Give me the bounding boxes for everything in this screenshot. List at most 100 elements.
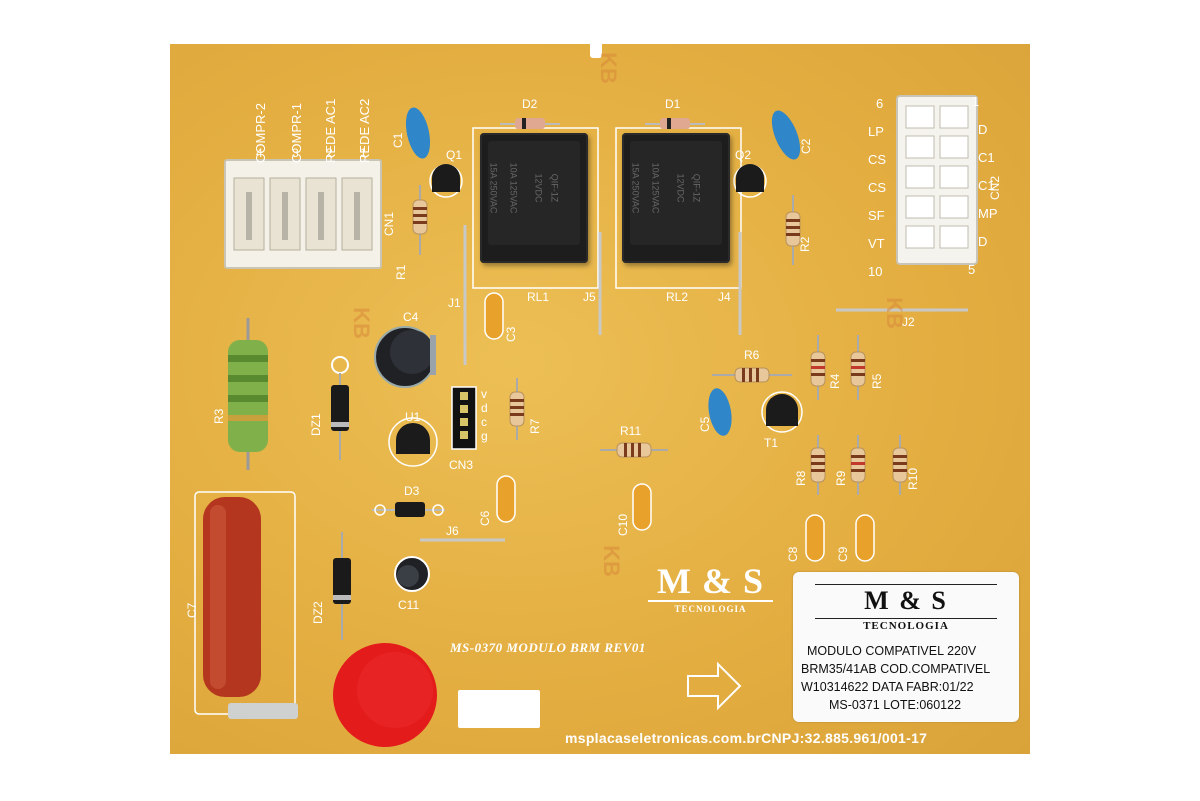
board-footer: msplacaseletronicas.com.brCNPJ:32.885.96… [565, 730, 928, 746]
capacitor-c9 [855, 514, 875, 562]
cn1-pin-number: 1 [360, 146, 367, 160]
label-line: MODULO COMPATIVEL 220V [807, 644, 977, 658]
cn2-left-label: SF [868, 208, 885, 223]
blank-tag [458, 690, 540, 728]
cn2-right-label: 5 [968, 262, 976, 277]
ref-c3: C3 [504, 326, 518, 342]
diode-d3 [395, 502, 425, 517]
ref-rl2: RL2 [666, 290, 689, 304]
ref-c8: C8 [786, 546, 800, 562]
regulator-u1 [396, 423, 430, 454]
ref-j4: J4 [718, 290, 731, 304]
ref-j2: J2 [902, 315, 915, 329]
ref-c6: C6 [478, 510, 492, 526]
ref-rl1: RL1 [527, 290, 550, 304]
zener-dz1 [331, 385, 349, 431]
ref-r7: R7 [528, 418, 542, 434]
cn2-left-label: 10 [868, 264, 883, 279]
cn2-right-label: 1 [972, 94, 980, 109]
ref-r4: R4 [828, 373, 842, 389]
connector-cn1 [224, 159, 382, 269]
ref-r3: R3 [212, 408, 226, 424]
ref-d1: D1 [665, 97, 681, 111]
ref-t1: T1 [764, 436, 779, 450]
ref-r1: R1 [394, 264, 408, 280]
cn1-ref: CN1 [382, 211, 396, 236]
diode-d1 [660, 118, 690, 129]
ref-u1: U1 [405, 410, 421, 424]
cn2-right-label: D [978, 122, 988, 137]
board-notch [590, 44, 602, 58]
model-line: MS-0370 MODULO BRM REV01 [450, 640, 646, 655]
capacitor-c1 [405, 107, 431, 159]
cn1-pin-number: 3 [292, 146, 299, 160]
cn3-pin-label: v [481, 387, 487, 401]
connector-cn2 [896, 95, 978, 265]
cn2-right-label: MP [978, 206, 998, 221]
ref-r9: R9 [834, 470, 848, 486]
cn2-left-label: LP [868, 124, 884, 139]
cn2-right-label: D [978, 234, 988, 249]
cn3-pin-label: g [481, 429, 488, 443]
cn3-ref: CN3 [449, 458, 474, 472]
arrow-icon [687, 661, 742, 711]
cn2-left-label: CS [868, 152, 887, 167]
transistor-q2 [736, 164, 764, 192]
ref-c10: C10 [616, 513, 630, 536]
relay-rl1: QIF-1Z 12VDC 10A 125VAC 15A 250VAC [480, 133, 588, 263]
ref-c7: C7 [185, 602, 199, 618]
transistor-q1 [432, 164, 460, 192]
cn1-pin-number: 2 [326, 146, 333, 160]
ref-j6: J6 [446, 524, 459, 538]
cn2-ref: CN2 [988, 175, 1002, 200]
ref-c9: C9 [836, 546, 850, 562]
diode-d2 [515, 118, 545, 129]
capacitor-c5 [708, 388, 732, 436]
ref-r10: R10 [906, 467, 920, 490]
cn2-left-label: 6 [876, 96, 884, 111]
ref-dz1: DZ1 [309, 413, 323, 436]
ref-r5: R5 [870, 373, 884, 389]
transistor-t1 [766, 394, 798, 426]
kb-mark: KB [595, 52, 621, 84]
ref-q1: Q1 [446, 148, 463, 162]
label-line: W10314622 DATA FABR:01/22 [801, 680, 974, 694]
label-line: MS-0371 LOTE:060122 [829, 698, 962, 712]
cn2-right-label: C1 [978, 150, 995, 165]
ref-c2: C2 [799, 138, 813, 154]
label-line: BRM35/41AB COD.COMPATIVEL [801, 662, 991, 676]
cn2-right-label: C1 [978, 178, 995, 193]
zener-dz2 [333, 558, 351, 604]
kb-mark: KB [598, 545, 624, 577]
relay-rl2: QIF-1Z 12VDC 10A 125VAC 15A 250VAC [622, 133, 730, 263]
ref-q2: Q2 [735, 148, 752, 162]
ref-dz2: DZ2 [311, 601, 325, 624]
capacitor-c3 [484, 292, 504, 340]
capacitor-c10 [632, 483, 652, 531]
capacitor-c2 [771, 110, 801, 160]
board-logo: M & S TECNOLOGIA [648, 560, 773, 620]
ref-d3: D3 [404, 484, 420, 498]
cn3-pin-label: c [481, 415, 487, 429]
ref-d2: D2 [522, 97, 538, 111]
ref-c1: C1 [391, 132, 405, 148]
label-brand: M & S [864, 586, 948, 615]
label-sub: TECNOLOGIA [863, 620, 949, 632]
ref-r11: R11 [620, 424, 642, 438]
cn2-left-label: CS [868, 180, 887, 195]
cn1-pin-number: 4 [256, 146, 263, 160]
cn3-pin-label: d [481, 401, 488, 415]
ref-c11: C11 [398, 598, 420, 612]
ref-r2: R2 [798, 236, 812, 252]
ref-c4: C4 [403, 310, 419, 324]
kb-mark: KB [348, 307, 374, 339]
ref-j1: J1 [448, 296, 461, 310]
product-label: M & S TECNOLOGIA MODULO COMPATIVEL 220V … [793, 572, 1019, 722]
ref-c5: C5 [698, 416, 712, 432]
ref-r6: R6 [744, 348, 760, 362]
capacitor-c8 [805, 514, 825, 562]
ref-j5: J5 [583, 290, 596, 304]
ref-r8: R8 [794, 470, 808, 486]
capacitor-c6 [496, 475, 516, 523]
